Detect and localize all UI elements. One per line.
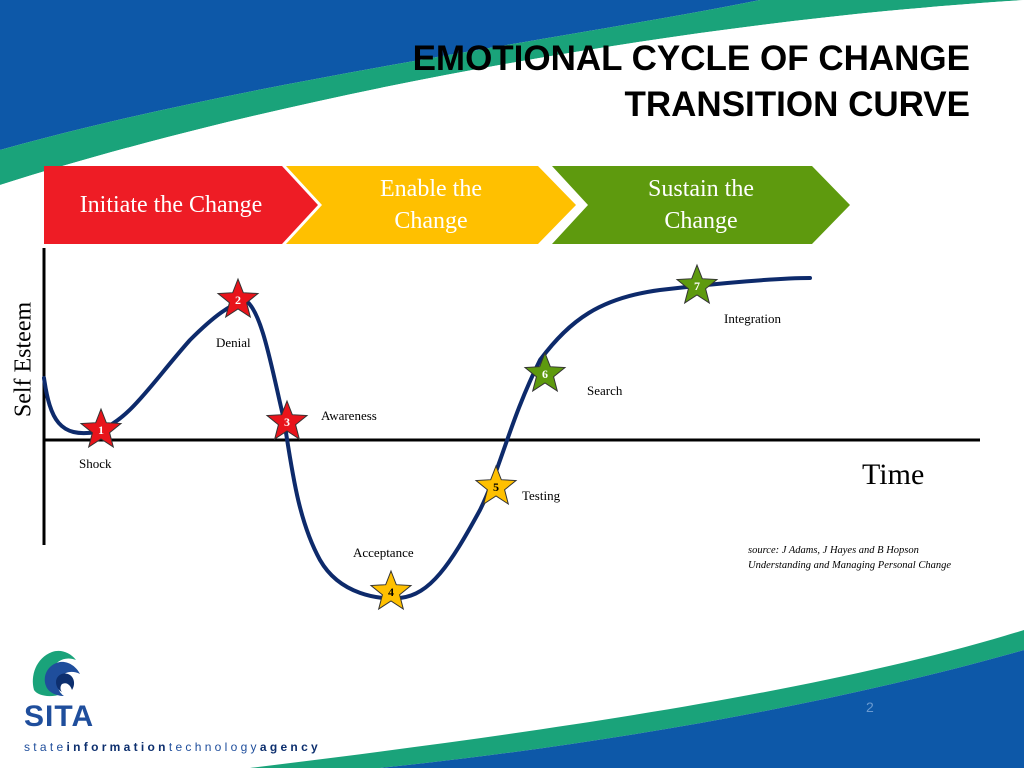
stage-star-1 bbox=[79, 407, 123, 449]
stage-star-5 bbox=[474, 464, 518, 506]
bottom-blue-band bbox=[380, 650, 1024, 768]
tag-part-state: state bbox=[24, 740, 67, 754]
tag-part-agency: agency bbox=[259, 740, 322, 754]
page-number: 2 bbox=[866, 699, 874, 715]
title-line-1: EMOTIONAL CYCLE OF CHANGE bbox=[412, 39, 970, 78]
stage-number-1: 1 bbox=[98, 423, 104, 437]
tag-part-information: information bbox=[66, 740, 169, 754]
stage-number-7: 7 bbox=[694, 279, 700, 293]
stage-number-2: 2 bbox=[235, 293, 241, 307]
stage-label-testing: Testing bbox=[522, 488, 561, 503]
sita-logo-word: SITA bbox=[24, 700, 95, 733]
phase-initiate-label: Initiate the Change bbox=[79, 192, 263, 218]
stage-number-6: 6 bbox=[542, 367, 548, 381]
phase-sustain-label: Sustain the Change bbox=[648, 176, 754, 234]
slide-title: EMOTIONAL CYCLE OF CHANGE TRANSITION CUR… bbox=[413, 36, 970, 128]
transition-curve bbox=[42, 276, 812, 601]
stage-star-6 bbox=[523, 351, 567, 393]
stage-number-4: 4 bbox=[388, 585, 394, 599]
tag-part-technology: technology bbox=[168, 740, 260, 754]
stage-star-4 bbox=[369, 569, 413, 611]
phase-arrow-initiate bbox=[44, 166, 318, 244]
source-line-2: Understanding and Managing Personal Chan… bbox=[748, 560, 951, 571]
stage-star-2 bbox=[216, 277, 260, 319]
stage-label-shock: Shock bbox=[79, 456, 112, 471]
top-blue-band bbox=[0, 0, 760, 150]
stage-label-search: Search bbox=[587, 383, 623, 398]
stage-label-awareness: Awareness bbox=[321, 408, 377, 423]
source-line-1: source: J Adams, J Hayes and B Hopson bbox=[748, 545, 919, 556]
phase-enable-label: Enable the Change bbox=[380, 176, 482, 234]
source-citation: source: J Adams, J Hayes and B Hopson Un… bbox=[748, 543, 951, 573]
stage-label-acceptance: Acceptance bbox=[353, 545, 414, 560]
sita-logo-icon bbox=[32, 650, 80, 697]
x-axis-label: Time bbox=[862, 458, 925, 491]
title-line-2: TRANSITION CURVE bbox=[624, 85, 971, 124]
stage-number-5: 5 bbox=[493, 480, 499, 494]
phase-arrow-sustain bbox=[552, 166, 850, 244]
stage-star-3 bbox=[265, 399, 309, 441]
stage-label-denial: Denial bbox=[216, 335, 251, 350]
y-axis-label: Self Esteem bbox=[10, 301, 37, 418]
stage-label-integration: Integration bbox=[724, 311, 782, 326]
stage-number-3: 3 bbox=[284, 415, 290, 429]
stage-star-7 bbox=[675, 263, 719, 305]
phase-arrow-enable bbox=[286, 166, 576, 244]
sita-logo-tagline: stateinformationtechnologyagency bbox=[24, 740, 321, 754]
